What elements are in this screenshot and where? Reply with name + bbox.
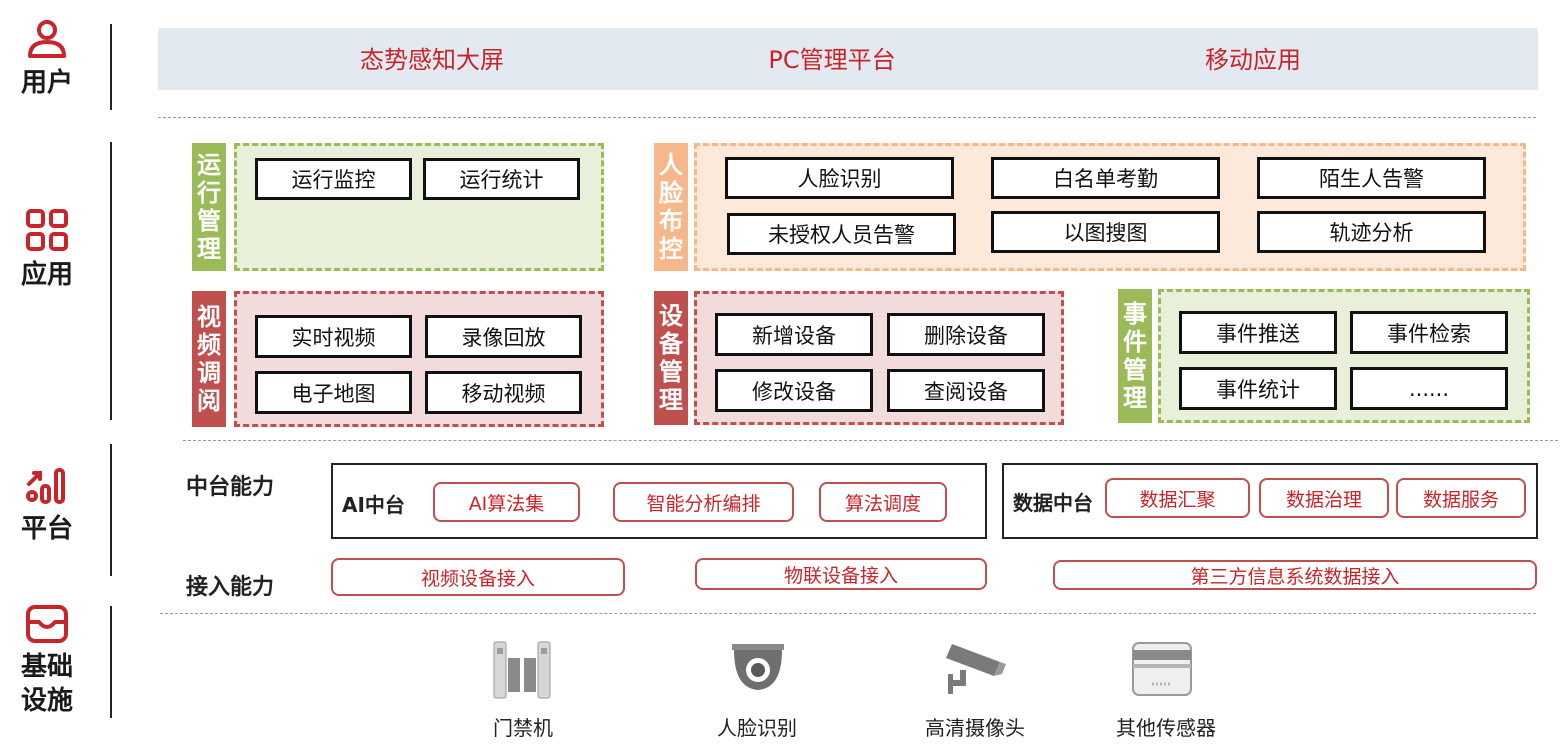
user-entry-mobile[interactable]: 移动应用 — [1205, 46, 1301, 74]
layer-infra-label-1: 基础 — [20, 652, 73, 682]
user-bar — [158, 28, 1538, 90]
chart-icon — [26, 468, 65, 504]
device-label: 高清摄像头 — [925, 716, 1025, 740]
app-item[interactable]: 录像回放 — [425, 315, 582, 358]
divider — [110, 142, 112, 420]
app-item[interactable]: 事件统计 — [1179, 367, 1337, 410]
app-item[interactable]: 人脸识别 — [725, 157, 954, 199]
ai-item[interactable]: AI算法集 — [433, 482, 580, 522]
data-platform-label: 数据中台 — [1013, 491, 1093, 515]
app-item[interactable]: 轨迹分析 — [1257, 211, 1486, 253]
door-access-icon — [493, 641, 551, 699]
separator — [158, 117, 1536, 118]
app-item[interactable]: 运行监控 — [255, 158, 412, 200]
app-item[interactable]: ...... — [1350, 367, 1508, 410]
access-capability-title: 接入能力 — [186, 575, 275, 600]
app-item[interactable]: 新增设备 — [715, 313, 873, 356]
apps-grid-icon — [26, 209, 68, 251]
app-item[interactable]: 修改设备 — [715, 369, 873, 412]
layer-platform-label: 平台 — [20, 514, 73, 544]
ai-item[interactable]: 算法调度 — [819, 482, 947, 522]
app-item[interactable]: 实时视频 — [255, 315, 412, 358]
group-tag-device: 设备管理 — [654, 291, 688, 425]
divider — [110, 444, 112, 576]
group-tag-ops: 运行管理 — [192, 143, 226, 271]
user-entry-pc[interactable]: PC管理平台 — [768, 46, 896, 74]
access-item[interactable]: 物联设备接入 — [695, 558, 987, 590]
divider — [110, 24, 112, 110]
app-item[interactable]: 事件检索 — [1350, 311, 1508, 354]
app-item[interactable]: 运行统计 — [423, 158, 580, 200]
app-item[interactable]: 删除设备 — [887, 313, 1045, 356]
app-item[interactable]: 陌生人告警 — [1257, 157, 1486, 199]
app-item[interactable]: 事件推送 — [1179, 311, 1337, 354]
sensor-icon — [1132, 642, 1192, 696]
face-camera-icon — [732, 644, 784, 690]
layer-app: 应用 — [0, 208, 94, 292]
separator — [160, 613, 1536, 614]
hd-camera-icon — [946, 644, 1006, 694]
app-item[interactable]: 白名单考勤 — [991, 157, 1220, 199]
group-tag-video: 视频调阅 — [192, 291, 226, 427]
app-item[interactable]: 电子地图 — [255, 371, 412, 414]
ai-item[interactable]: 智能分析编排 — [613, 482, 794, 522]
access-item[interactable]: 第三方信息系统数据接入 — [1053, 560, 1537, 590]
layer-infra: 基础 设施 — [0, 604, 94, 718]
layer-app-label: 应用 — [20, 260, 73, 290]
app-item[interactable]: 查阅设备 — [887, 369, 1045, 412]
device-label: 其他传感器 — [1116, 716, 1216, 740]
divider — [110, 606, 112, 718]
device-label: 人脸识别 — [717, 716, 797, 740]
data-item[interactable]: 数据治理 — [1259, 478, 1389, 518]
user-icon — [28, 20, 66, 58]
access-item[interactable]: 视频设备接入 — [331, 558, 625, 596]
group-tag-face: 人脸布控 — [654, 143, 688, 271]
data-item[interactable]: 数据服务 — [1396, 478, 1526, 518]
user-entry-screen[interactable]: 态势感知大屏 — [360, 46, 504, 74]
app-item[interactable]: 移动视频 — [425, 371, 582, 414]
app-item[interactable]: 未授权人员告警 — [727, 213, 956, 255]
inbox-icon — [26, 605, 68, 643]
layer-platform: 平台 — [0, 462, 94, 546]
app-item[interactable]: 以图搜图 — [991, 211, 1220, 253]
device-label: 门禁机 — [493, 716, 553, 740]
layer-user: 用户 — [0, 18, 94, 100]
group-tag-event: 事件管理 — [1118, 289, 1152, 423]
middle-capability-title: 中台能力 — [186, 475, 275, 500]
data-item[interactable]: 数据汇聚 — [1105, 478, 1250, 518]
layer-infra-label-2: 设施 — [20, 686, 73, 716]
separator — [183, 440, 1558, 441]
layer-user-label: 用户 — [20, 68, 73, 98]
ai-platform-label: AI中台 — [342, 493, 405, 517]
